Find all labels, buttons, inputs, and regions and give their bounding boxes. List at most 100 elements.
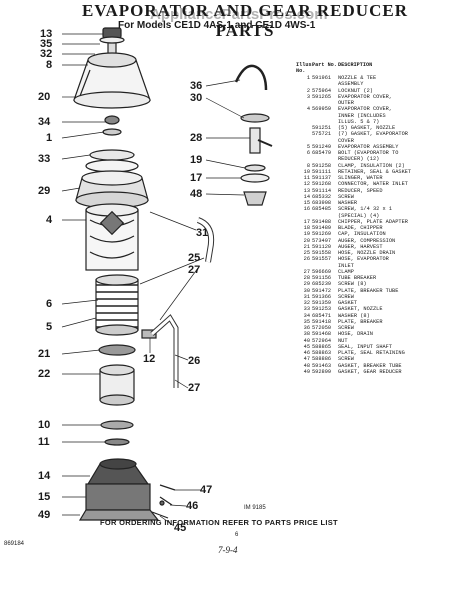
parts-part-no: 591558 — [312, 250, 332, 256]
evaporator-cover-outer — [73, 52, 151, 109]
parts-description: SCREW, 1/4 32 x 1 — [338, 206, 393, 213]
parts-description: INNER (INCLUDES — [338, 112, 386, 119]
parts-part-no: 685479 — [312, 150, 332, 156]
parts-description: TUBE BREAKER — [338, 275, 377, 281]
page-number: 6 — [235, 532, 239, 538]
parts-row: COVER — [296, 138, 468, 144]
parts-illus-no: 14 — [303, 193, 310, 200]
parts-description: (5) GASKET, NOZZLE — [338, 125, 396, 131]
parts-description: SCREW (8) — [338, 281, 367, 288]
screws-gear-reducer — [151, 484, 176, 519]
parts-description: AUGER, COMPRESSION — [338, 237, 396, 244]
watermark: AppliancePartsPros.com — [150, 6, 328, 23]
evaporator-top-casting — [75, 170, 149, 209]
parts-description: EVAPORATOR ASSEMBLY — [338, 143, 399, 150]
callout-36: 36 — [190, 80, 203, 92]
parts-illus-no: 28 — [303, 275, 310, 281]
parts-description: (7) GASKET, EVAPORATOR — [338, 131, 408, 138]
parts-illus-no: 32 — [303, 300, 310, 306]
parts-part-no: 591114 — [312, 187, 332, 194]
parts-illus-no: 15 — [303, 200, 310, 206]
parts-row: 575721(7) GASKET, EVAPORATOR — [296, 131, 468, 137]
callout-10: 10 — [38, 419, 51, 431]
parts-row: INNER (INCLUDES — [296, 113, 468, 119]
callout-8: 8 — [46, 59, 53, 71]
parts-description: PLATE, BREAKER TUBE — [338, 287, 399, 294]
callout-15: 15 — [38, 491, 51, 503]
callout-6: 6 — [46, 298, 53, 310]
callout-34: 34 — [38, 116, 51, 128]
chipper-blade — [240, 173, 270, 206]
parts-description: HOSE, NOZZLE DRAIN — [338, 250, 396, 256]
parts-illus-no: 33 — [303, 306, 310, 313]
parts-description: EVAPORATOR COVER, — [338, 106, 393, 113]
callout-22: 22 — [38, 368, 51, 380]
parts-illus-no: 5 — [306, 143, 310, 150]
parts-description: SCREW — [338, 356, 354, 363]
parts-description: BOLT (EVAPORATOR TO — [338, 150, 399, 156]
parts-part-no: 591156 — [312, 275, 332, 281]
parts-row: REDUCER) (12) — [296, 156, 468, 162]
parts-illus-no: 1 — [306, 75, 310, 81]
inner-cover-gasket — [85, 149, 139, 173]
evaporator-auger — [85, 203, 139, 271]
parts-description: RETAINER, SEAL & GASKET — [338, 168, 412, 175]
parts-description: AUGER, HARVEST — [338, 243, 383, 250]
parts-description: REDUCER) (12) — [338, 156, 380, 163]
parts-part-no: 591489 — [312, 225, 332, 231]
parts-description: GASKET, NOZZLE — [338, 306, 383, 313]
callout-48: 48 — [190, 188, 203, 200]
parts-description: CAP, INSULATION — [338, 231, 386, 238]
parts-part-no: 591961 — [312, 75, 332, 81]
callout-47: 47 — [200, 484, 213, 496]
parts-part-no: 591249 — [312, 143, 332, 150]
callout-21: 21 — [38, 348, 51, 360]
callout-46: 46 — [186, 500, 199, 512]
parts-part-no: 569959 — [312, 106, 332, 113]
callout-30: 30 — [190, 92, 203, 104]
parts-part-no: 591258 — [312, 162, 332, 169]
parts-part-no: 588865 — [312, 343, 332, 350]
parts-description: LOCKNUT (2) — [338, 87, 373, 94]
parts-row: INLET — [296, 263, 468, 269]
parts-illus-no: 2 — [306, 87, 310, 94]
parts-description: GASKET, GEAR REDUCER — [338, 368, 402, 375]
parts-illus-no: 49 — [303, 368, 310, 375]
breaker-tube-assembly — [234, 64, 273, 172]
water-slinger — [100, 420, 134, 446]
callout-31: 31 — [196, 227, 209, 239]
parts-description: CONNECTOR, WATER INLET — [338, 181, 408, 188]
parts-part-no: 591253 — [312, 306, 332, 313]
parts-illus-no: 20 — [303, 237, 310, 244]
parts-part-no: 572050 — [312, 325, 332, 331]
parts-row: ILLUS. 5 & 7) — [296, 119, 468, 125]
callout-35: 35 — [40, 38, 53, 50]
callout-27: 27 — [188, 264, 201, 276]
callout-33: 33 — [38, 153, 51, 165]
callout-49: 49 — [38, 509, 51, 521]
parts-illus-no: 3 — [306, 93, 310, 100]
parts-part-no: 591265 — [312, 93, 332, 100]
harvest-auger — [98, 344, 136, 356]
parts-row: (SPECIAL) (4) — [296, 213, 468, 219]
drain-hose — [196, 217, 215, 263]
